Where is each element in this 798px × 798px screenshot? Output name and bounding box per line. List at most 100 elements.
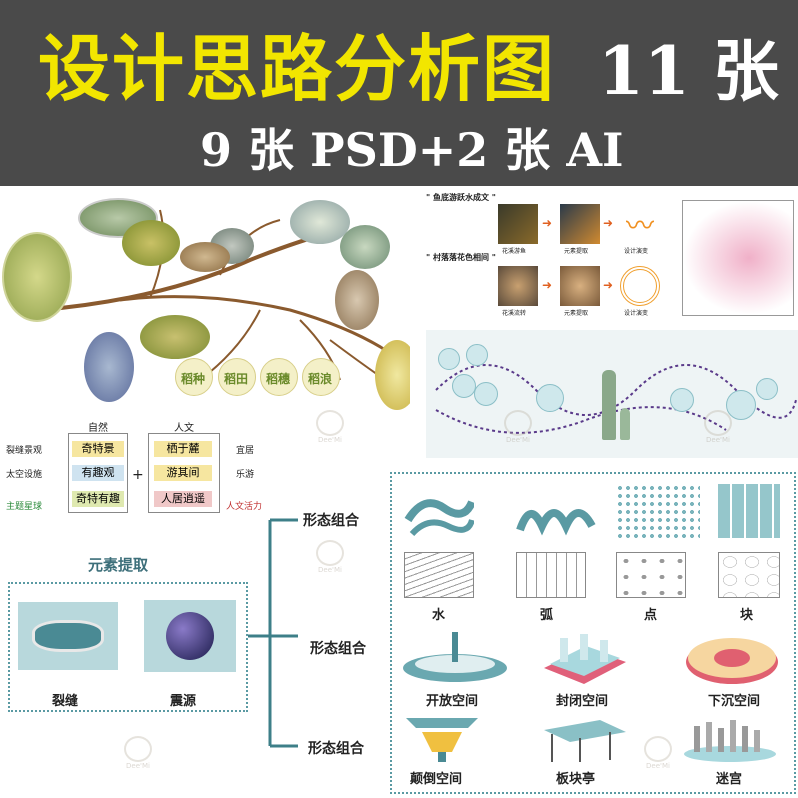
fish-extract-2 — [560, 266, 600, 306]
elements-frame — [8, 582, 248, 712]
form-group-label: 形态组合 — [308, 741, 364, 757]
watermark-text: Dee'Mi — [318, 436, 342, 444]
space-caption: 下沉空间 — [708, 694, 761, 709]
rice-map-photo-terrace — [122, 220, 180, 266]
banner-count: 11 张 — [598, 32, 779, 110]
nature-box: 奇特有趣 — [72, 491, 124, 507]
form-group-label: 形态组合 — [303, 513, 359, 529]
plate-pavilion-model — [540, 716, 630, 764]
maze-model — [680, 716, 780, 764]
nature-box: 有趣观 — [72, 465, 124, 481]
right-label: 人文活力 — [226, 502, 263, 512]
water-shape — [404, 490, 476, 538]
column-header-culture: 人文 — [174, 423, 194, 434]
forms-frame — [390, 472, 796, 794]
rice-map-photo-paddy — [140, 315, 210, 359]
flow-bubble — [536, 384, 564, 412]
sunken-space-model — [684, 630, 780, 686]
fish-caption: 花溪游鱼 — [502, 248, 527, 255]
arrow-icon: ➜ — [603, 278, 614, 292]
culture-box: 游其间 — [154, 465, 212, 481]
rice-map-label-3: 稻穗 — [260, 358, 298, 396]
shape-caption: 水 — [432, 608, 446, 623]
watermark-logo: Dee'Mi — [312, 540, 348, 580]
arc-sketch — [516, 552, 586, 598]
rice-map-label-1: 稻种 — [175, 358, 213, 396]
watermark-text: Dee'Mi — [646, 762, 670, 770]
nature-box: 奇特景 — [72, 441, 124, 457]
fish-caption: 设计演变 — [624, 248, 649, 255]
watermark-logo: Dee'Mi — [640, 736, 676, 776]
watermark-logo: Dee'Mi — [120, 736, 156, 776]
person-silhouette — [602, 370, 616, 440]
rice-map-label-4: 稻浪 — [302, 358, 340, 396]
fish-caption: 元素提取 — [564, 310, 589, 317]
shape-caption: 块 — [740, 608, 754, 623]
element-caption: 震源 — [170, 694, 197, 709]
elements-title: 元素提取 — [88, 556, 149, 574]
rice-map-photo-fields — [290, 200, 350, 244]
watermark-text: Dee'Mi — [506, 436, 530, 444]
fish-heading-1: " 鱼底游跃水成文 " — [426, 193, 496, 202]
site-plan-sketch — [682, 200, 794, 316]
space-caption: 颠倒空间 — [410, 772, 463, 787]
nature-frame — [68, 433, 128, 513]
fish-design-2 — [620, 266, 660, 306]
bubble-flow-diagram — [426, 330, 798, 458]
flow-bubble — [670, 388, 694, 412]
arrow-icon: ➜ — [542, 216, 553, 230]
fish-photo-1 — [498, 204, 538, 244]
rice-concept-map: 稻种 稻田 稻穗 稻浪 — [0, 190, 410, 415]
element-caption: 裂缝 — [52, 694, 79, 709]
plus-sign: + — [132, 467, 144, 483]
culture-box: 人居逍遥 — [154, 491, 212, 507]
rice-map-photo-sculpture — [335, 270, 379, 330]
nature-culture-diagram: 自然 人文 奇特景 有趣观 奇特有趣 栖于麓 游其间 人居逍遥 + 裂缝景观 太… — [0, 415, 280, 520]
fish-extract-1 — [560, 204, 600, 244]
rice-map-photo-grain — [375, 340, 410, 410]
flow-bubble — [726, 390, 756, 420]
watermark-text: Dee'Mi — [318, 566, 342, 574]
open-space-model — [400, 628, 510, 686]
flow-bubble — [466, 344, 488, 366]
crack-image — [18, 602, 118, 670]
left-label: 主题星球 — [6, 502, 43, 512]
flow-bubble — [452, 374, 476, 398]
arrow-icon: ➜ — [603, 216, 614, 230]
banner-subtitle: 9 张 PSD+2 张 AI — [200, 123, 624, 177]
fish-design-diagram: " 鱼底游跃水成文 " " 村落落花色相间 " 〰 ➜ ➜ 花溪游鱼 元素提取 … — [420, 190, 798, 325]
rice-map-photo-harvest — [340, 225, 390, 269]
rice-label-text: 稻浪 — [308, 372, 333, 386]
space-caption: 迷宫 — [716, 772, 743, 787]
flow-bubble — [438, 348, 460, 370]
water-sketch — [404, 552, 474, 598]
culture-frame — [148, 433, 220, 513]
form-group-label: 形态组合 — [310, 641, 366, 657]
epicenter-image — [144, 600, 236, 672]
rice-map-photo-landscape — [2, 232, 72, 322]
rice-map-photo-blue — [84, 332, 134, 402]
flow-bubble — [756, 378, 778, 400]
rice-map-label-2: 稻田 — [218, 358, 256, 396]
shape-caption: 弧 — [540, 608, 554, 623]
rice-map-photo-village — [180, 242, 230, 272]
title-banner: 设计思路分析图 11 张 9 张 PSD+2 张 AI — [0, 0, 798, 186]
arrow-icon: ➜ — [542, 278, 553, 292]
fish-photo-2 — [498, 266, 538, 306]
column-header-nature: 自然 — [88, 423, 108, 434]
watermark-logo: Dee'Mi — [312, 410, 348, 450]
left-label: 太空设施 — [6, 470, 43, 480]
dot-sketch — [616, 552, 686, 598]
watermark-text: Dee'Mi — [126, 762, 150, 770]
fish-caption: 元素提取 — [564, 248, 589, 255]
flow-bubble — [474, 382, 498, 406]
block-sketch — [718, 552, 780, 598]
form-bracket-connector — [248, 518, 298, 748]
culture-box: 栖于麓 — [154, 441, 212, 457]
fish-heading-2: " 村落落花色相间 " — [426, 253, 496, 262]
watermark-text: Dee'Mi — [706, 436, 730, 444]
shape-caption: 点 — [644, 608, 658, 623]
right-label: 乐游 — [236, 470, 255, 480]
watermark-logo: Dee'Mi — [500, 410, 536, 450]
space-caption: 封闭空间 — [556, 694, 609, 709]
